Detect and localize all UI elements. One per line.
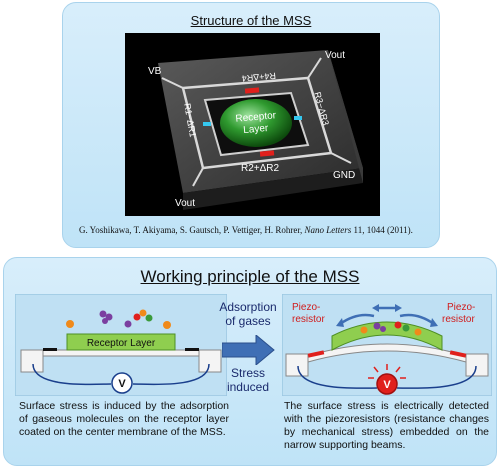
principle-title: Working principle of the MSS xyxy=(140,267,360,286)
stress-detection-diagram: V Piezo- resistor Piezo- resistor xyxy=(282,294,492,396)
chip-side-front xyxy=(328,50,363,183)
process-arrow-icon xyxy=(222,335,275,365)
label-r4: R4+ΔR4 xyxy=(241,71,276,84)
receptor-label-line2: Layer xyxy=(243,123,270,136)
citation-journal: Nano Letters xyxy=(304,225,352,235)
label-vout-top: Vout xyxy=(325,50,345,61)
arrow-label-bottom: Stress induced xyxy=(226,366,270,394)
structure-title: Structure of the MSS xyxy=(190,13,312,28)
label-vout-bottom: Vout xyxy=(175,198,195,209)
voltmeter-right-label: V xyxy=(383,379,391,391)
structure-panel: Structure of the MSS xyxy=(62,2,440,248)
piezoresistor-bottom xyxy=(259,150,275,157)
piezoresistor-left xyxy=(203,122,211,126)
receptor-layer-label: Receptor Layer xyxy=(87,338,156,349)
adsorption-diagram: Receptor Layer V xyxy=(15,294,227,396)
detection-description: The surface stress is electrically detec… xyxy=(284,400,489,451)
receptor-label-line1: Receptor xyxy=(235,110,277,125)
piezo-label-right-1: Piezo- xyxy=(447,302,475,313)
label-r2: R2+ΔR2 xyxy=(241,163,280,174)
receptor-layer xyxy=(66,333,176,351)
citation-rest: 11, 1044 (2011). xyxy=(351,225,413,235)
voltmeter-left xyxy=(111,372,133,394)
label-vb: VB xyxy=(148,66,162,77)
piezo-label-right-2: resistor xyxy=(442,314,475,325)
piezo-label-left-2: resistor xyxy=(292,314,325,325)
chip-side-right xyxy=(183,168,363,210)
piezoresistor-top xyxy=(244,87,260,94)
voltmeter-left-label: V xyxy=(118,378,126,390)
piezo-label-left-1: Piezo- xyxy=(292,302,320,313)
voltmeter-right xyxy=(376,373,398,395)
arrow-label-top: Adsorption of gases xyxy=(219,300,277,328)
mss-structure-diagram: Receptor Layer VB Vout R4+ΔR4 R1−ΔR1 R3−… xyxy=(125,33,380,216)
principle-panel: Working principle of the MSS Receptor La… xyxy=(3,257,497,466)
label-gnd: GND xyxy=(333,170,355,181)
receptor-layer-dome xyxy=(220,99,292,147)
piezoresistor-right xyxy=(294,116,302,120)
citation-authors: G. Yoshikawa, T. Akiyama, S. Gautsch, P.… xyxy=(79,225,305,235)
piezoresistor-left-marker xyxy=(307,350,325,358)
adsorption-description: Surface stress is induced by the adsorpt… xyxy=(19,400,229,438)
citation: G. Yoshikawa, T. Akiyama, S. Gautsch, P.… xyxy=(79,225,429,235)
piezoresistor-right-marker xyxy=(449,350,467,358)
